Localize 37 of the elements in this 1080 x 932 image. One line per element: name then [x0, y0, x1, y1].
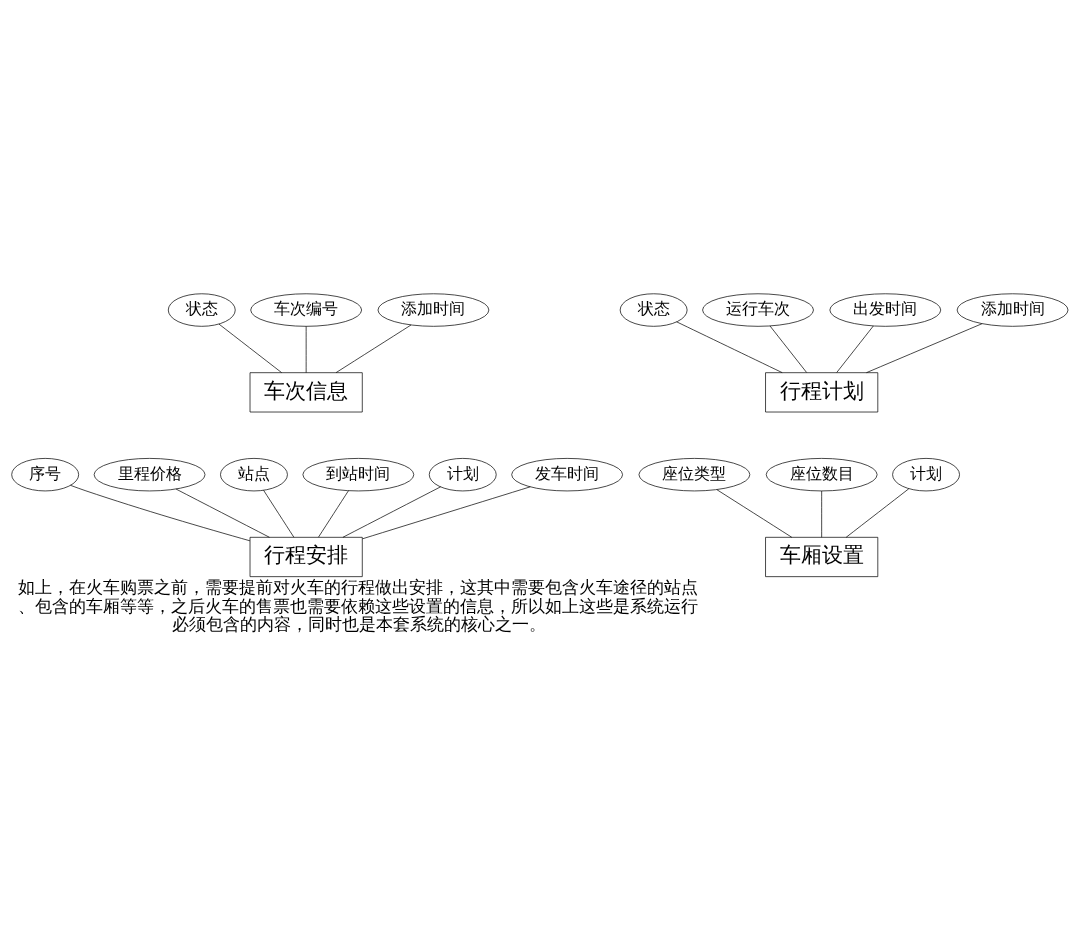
node-ellipse: 里程价格 — [93, 458, 206, 492]
node-box: 行程计划 — [765, 372, 879, 413]
connector — [836, 325, 874, 373]
connector — [318, 490, 349, 538]
node-ellipse: 座位数目 — [765, 458, 878, 492]
connector — [821, 490, 823, 538]
connector — [866, 323, 983, 374]
connector — [769, 325, 807, 373]
connector — [676, 321, 783, 373]
node-ellipse: 出发时间 — [829, 293, 942, 327]
node-ellipse: 计划 — [428, 458, 497, 492]
node-ellipse: 车次编号 — [250, 293, 362, 327]
connector — [305, 326, 307, 374]
node-ellipse: 添加时间 — [377, 293, 490, 327]
node-ellipse: 状态 — [167, 293, 236, 327]
caption: 如上，在火车购票之前，需要提前对火车的行程做出安排，这其中需要包含火车途径的站点、包含的车厢等等，之后火车的售票也需要依赖这些设置的信息，所以如上这些是系统运行必须包含的内容，同时也是本套系统的核心之一。 — [17, 577, 698, 635]
node-ellipse: 站点 — [220, 458, 288, 492]
connector — [845, 488, 910, 538]
node-ellipse: 发车时间 — [511, 458, 623, 492]
connector — [70, 484, 251, 542]
node-ellipse: 添加时间 — [956, 293, 1069, 327]
node-box: 车厢设置 — [765, 536, 879, 577]
node-ellipse: 计划 — [892, 458, 960, 492]
node-ellipse: 座位类型 — [638, 458, 751, 492]
connector — [335, 324, 412, 373]
connector — [263, 489, 295, 538]
node-box: 行程安排 — [249, 536, 363, 577]
node-ellipse: 运行车次 — [702, 293, 814, 327]
node-box: 车次信息 — [249, 372, 363, 413]
connector — [342, 486, 441, 538]
connector — [218, 323, 283, 374]
node-ellipse: 到站时间 — [302, 458, 415, 492]
connector — [716, 489, 793, 538]
node-ellipse: 序号 — [11, 458, 80, 492]
connector — [362, 486, 531, 540]
connector — [175, 488, 270, 538]
node-ellipse: 状态 — [619, 293, 688, 327]
